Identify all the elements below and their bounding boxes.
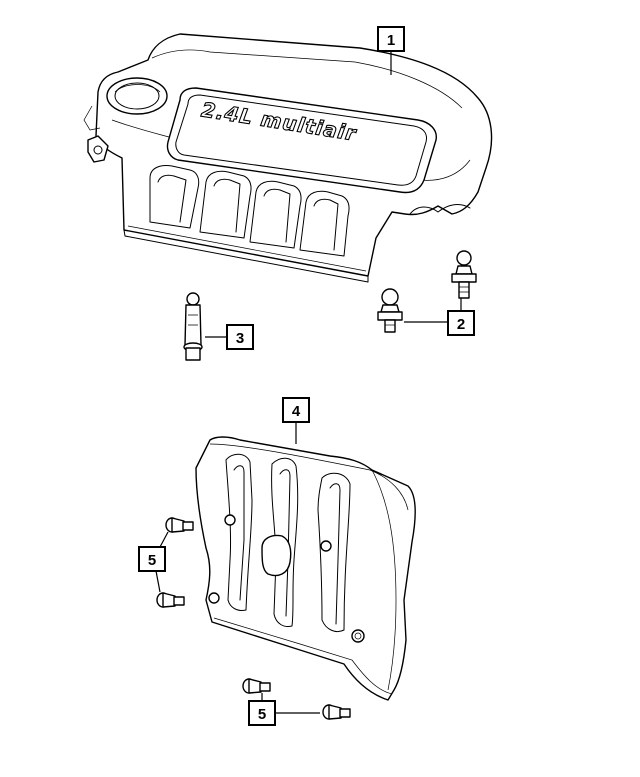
callout-label: 2 <box>457 316 465 333</box>
callout-3[interactable]: 3 <box>205 324 254 350</box>
callout-label: 1 <box>387 32 395 49</box>
engine-cover[interactable]: 2.4L multiair <box>83 33 493 283</box>
cover-ribs <box>149 165 350 257</box>
callout-label: 5 <box>148 552 156 569</box>
callout-4[interactable]: 4 <box>282 397 310 444</box>
ball-stud-lower[interactable] <box>377 288 403 333</box>
callout-label: 4 <box>292 403 301 420</box>
leader-line <box>155 570 161 593</box>
bolt-upper-left[interactable] <box>165 517 194 533</box>
callout-1[interactable]: 1 <box>377 26 405 75</box>
heat-shield[interactable] <box>195 436 416 701</box>
bolt-lower-left[interactable] <box>156 592 185 608</box>
callout-5-left[interactable]: 5 <box>138 531 169 593</box>
callout-5-bottom[interactable]: 5 <box>248 693 320 726</box>
callout-2[interactable]: 2 <box>404 298 475 336</box>
bolt-bottom-right[interactable] <box>322 704 351 720</box>
ball-stud-upper[interactable] <box>451 250 477 299</box>
callout-label: 3 <box>236 330 244 347</box>
callout-label: 5 <box>258 706 266 723</box>
leader-line <box>159 531 169 548</box>
grommet-pin[interactable] <box>183 292 203 361</box>
bolt-bottom-center[interactable] <box>242 678 271 694</box>
